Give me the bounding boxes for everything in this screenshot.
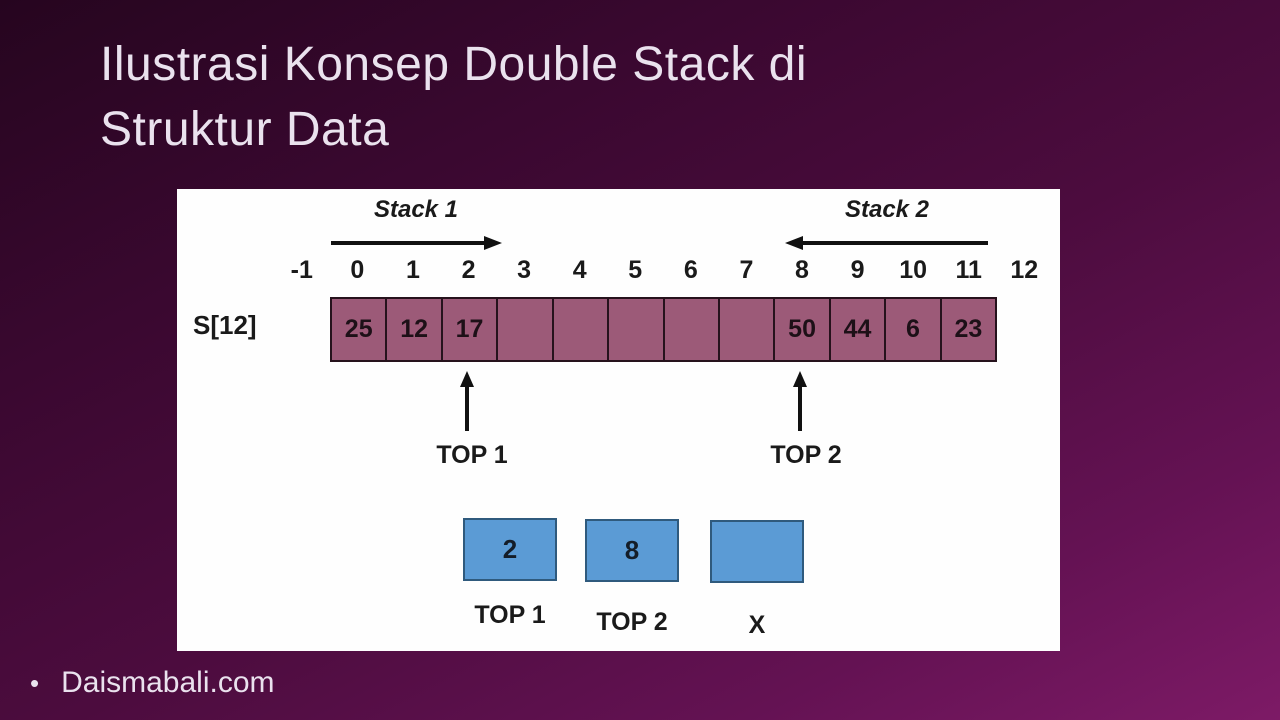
top2-value-box: 8 bbox=[585, 519, 679, 582]
index-label: 2 bbox=[461, 256, 476, 284]
slide-title: Ilustrasi Konsep Double Stack di Struktu… bbox=[100, 32, 1020, 162]
index-label: 12 bbox=[1010, 256, 1039, 284]
top1-value-group: 2 TOP 1 bbox=[463, 518, 557, 630]
bullet-dot: • bbox=[30, 668, 40, 698]
array-cell bbox=[496, 299, 551, 360]
array-cell: 17 bbox=[440, 299, 496, 360]
footer-text: Daismabali.com bbox=[61, 666, 275, 699]
array-cell: 44 bbox=[828, 299, 884, 360]
array-cell bbox=[607, 299, 662, 360]
index-label: 9 bbox=[850, 256, 865, 284]
diagram-panel: Stack 1 Stack 2 -1 0 1 2 3 4 5 6 7 8 9 1… bbox=[177, 189, 1060, 651]
stack2-label: Stack 2 bbox=[844, 196, 930, 223]
slide-title-line-1: Ilustrasi Konsep Double Stack di bbox=[100, 38, 808, 91]
index-label: 1 bbox=[405, 256, 420, 284]
top1-pointer-arrow-icon bbox=[460, 371, 474, 431]
index-label: 10 bbox=[899, 256, 928, 284]
array-cell: 25 bbox=[344, 315, 373, 343]
stack1-right-arrow-icon bbox=[331, 236, 502, 250]
index-label: -1 bbox=[290, 256, 313, 284]
array-cell: 50 bbox=[773, 299, 828, 360]
slide-title-line-2: Struktur Data bbox=[100, 103, 390, 156]
top2-value-label: TOP 2 bbox=[596, 608, 668, 636]
top1-pointer-label: TOP 1 bbox=[436, 441, 508, 469]
array-name-label: S[12] bbox=[193, 310, 257, 340]
top2-value-group: 8 TOP 2 bbox=[585, 519, 679, 637]
index-label: 8 bbox=[795, 256, 809, 284]
index-label: 5 bbox=[628, 256, 643, 284]
index-label: 6 bbox=[683, 256, 698, 284]
index-label: 3 bbox=[517, 256, 532, 284]
top1-value-label: TOP 1 bbox=[474, 601, 546, 629]
top2-pointer-arrow-icon bbox=[793, 371, 807, 431]
top1-value-box: 2 bbox=[463, 518, 557, 581]
index-row: -1 0 1 2 3 4 5 6 7 8 9 10 11 12 bbox=[274, 253, 1052, 287]
x-value-label: X bbox=[748, 611, 766, 639]
x-value-group: X bbox=[710, 520, 804, 640]
array-cell bbox=[662, 299, 718, 360]
stack1-label: Stack 1 bbox=[373, 196, 459, 223]
index-label: 7 bbox=[739, 256, 754, 284]
array-cell: 6 bbox=[884, 299, 939, 360]
array-cell: 23 bbox=[939, 299, 995, 360]
top2-pointer-label: TOP 2 bbox=[770, 441, 842, 469]
x-value-box bbox=[710, 520, 804, 583]
index-label: 11 bbox=[955, 256, 982, 284]
index-label: 0 bbox=[350, 256, 365, 284]
stack2-left-arrow-icon bbox=[785, 236, 988, 250]
array-cell: 12 bbox=[385, 299, 440, 360]
array-cell bbox=[551, 299, 607, 360]
index-label: 4 bbox=[572, 256, 587, 284]
array-cells: 25 12 17 50 44 6 23 bbox=[330, 297, 997, 362]
footer-bullet-item: • Daismabali.com bbox=[30, 666, 275, 700]
array-cell bbox=[717, 299, 773, 360]
